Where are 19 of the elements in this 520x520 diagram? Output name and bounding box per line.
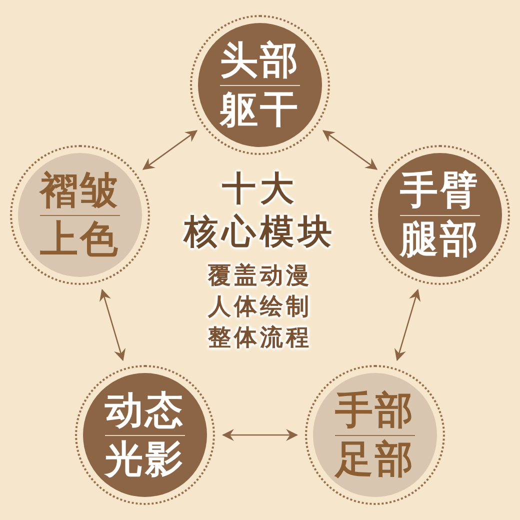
center-title: 十大核心模块 — [182, 168, 337, 253]
circle-text: 手部 — [335, 390, 415, 432]
double-arrow — [322, 130, 378, 170]
double-arrow — [394, 288, 421, 362]
double-arrow — [222, 429, 298, 441]
double-arrow — [142, 130, 198, 170]
circle-text: 足部 — [335, 438, 415, 480]
center-subtitle: 覆盖动漫 — [207, 262, 313, 291]
circle-text: 躯干 — [220, 88, 300, 130]
circle-text: 褶皱 — [40, 170, 120, 212]
double-arrow — [99, 288, 126, 362]
circle-text: 光影 — [105, 438, 185, 480]
circle-text: 腿部 — [400, 218, 480, 260]
circle-text: 上色 — [40, 218, 120, 260]
circle-text: 动态 — [105, 390, 185, 432]
center-subtitle: 人体绘制 — [206, 293, 313, 322]
center-subtitle: 整体流程 — [207, 324, 313, 353]
circle-text: 手臂 — [400, 170, 480, 212]
circle-text: 头部 — [220, 40, 300, 82]
